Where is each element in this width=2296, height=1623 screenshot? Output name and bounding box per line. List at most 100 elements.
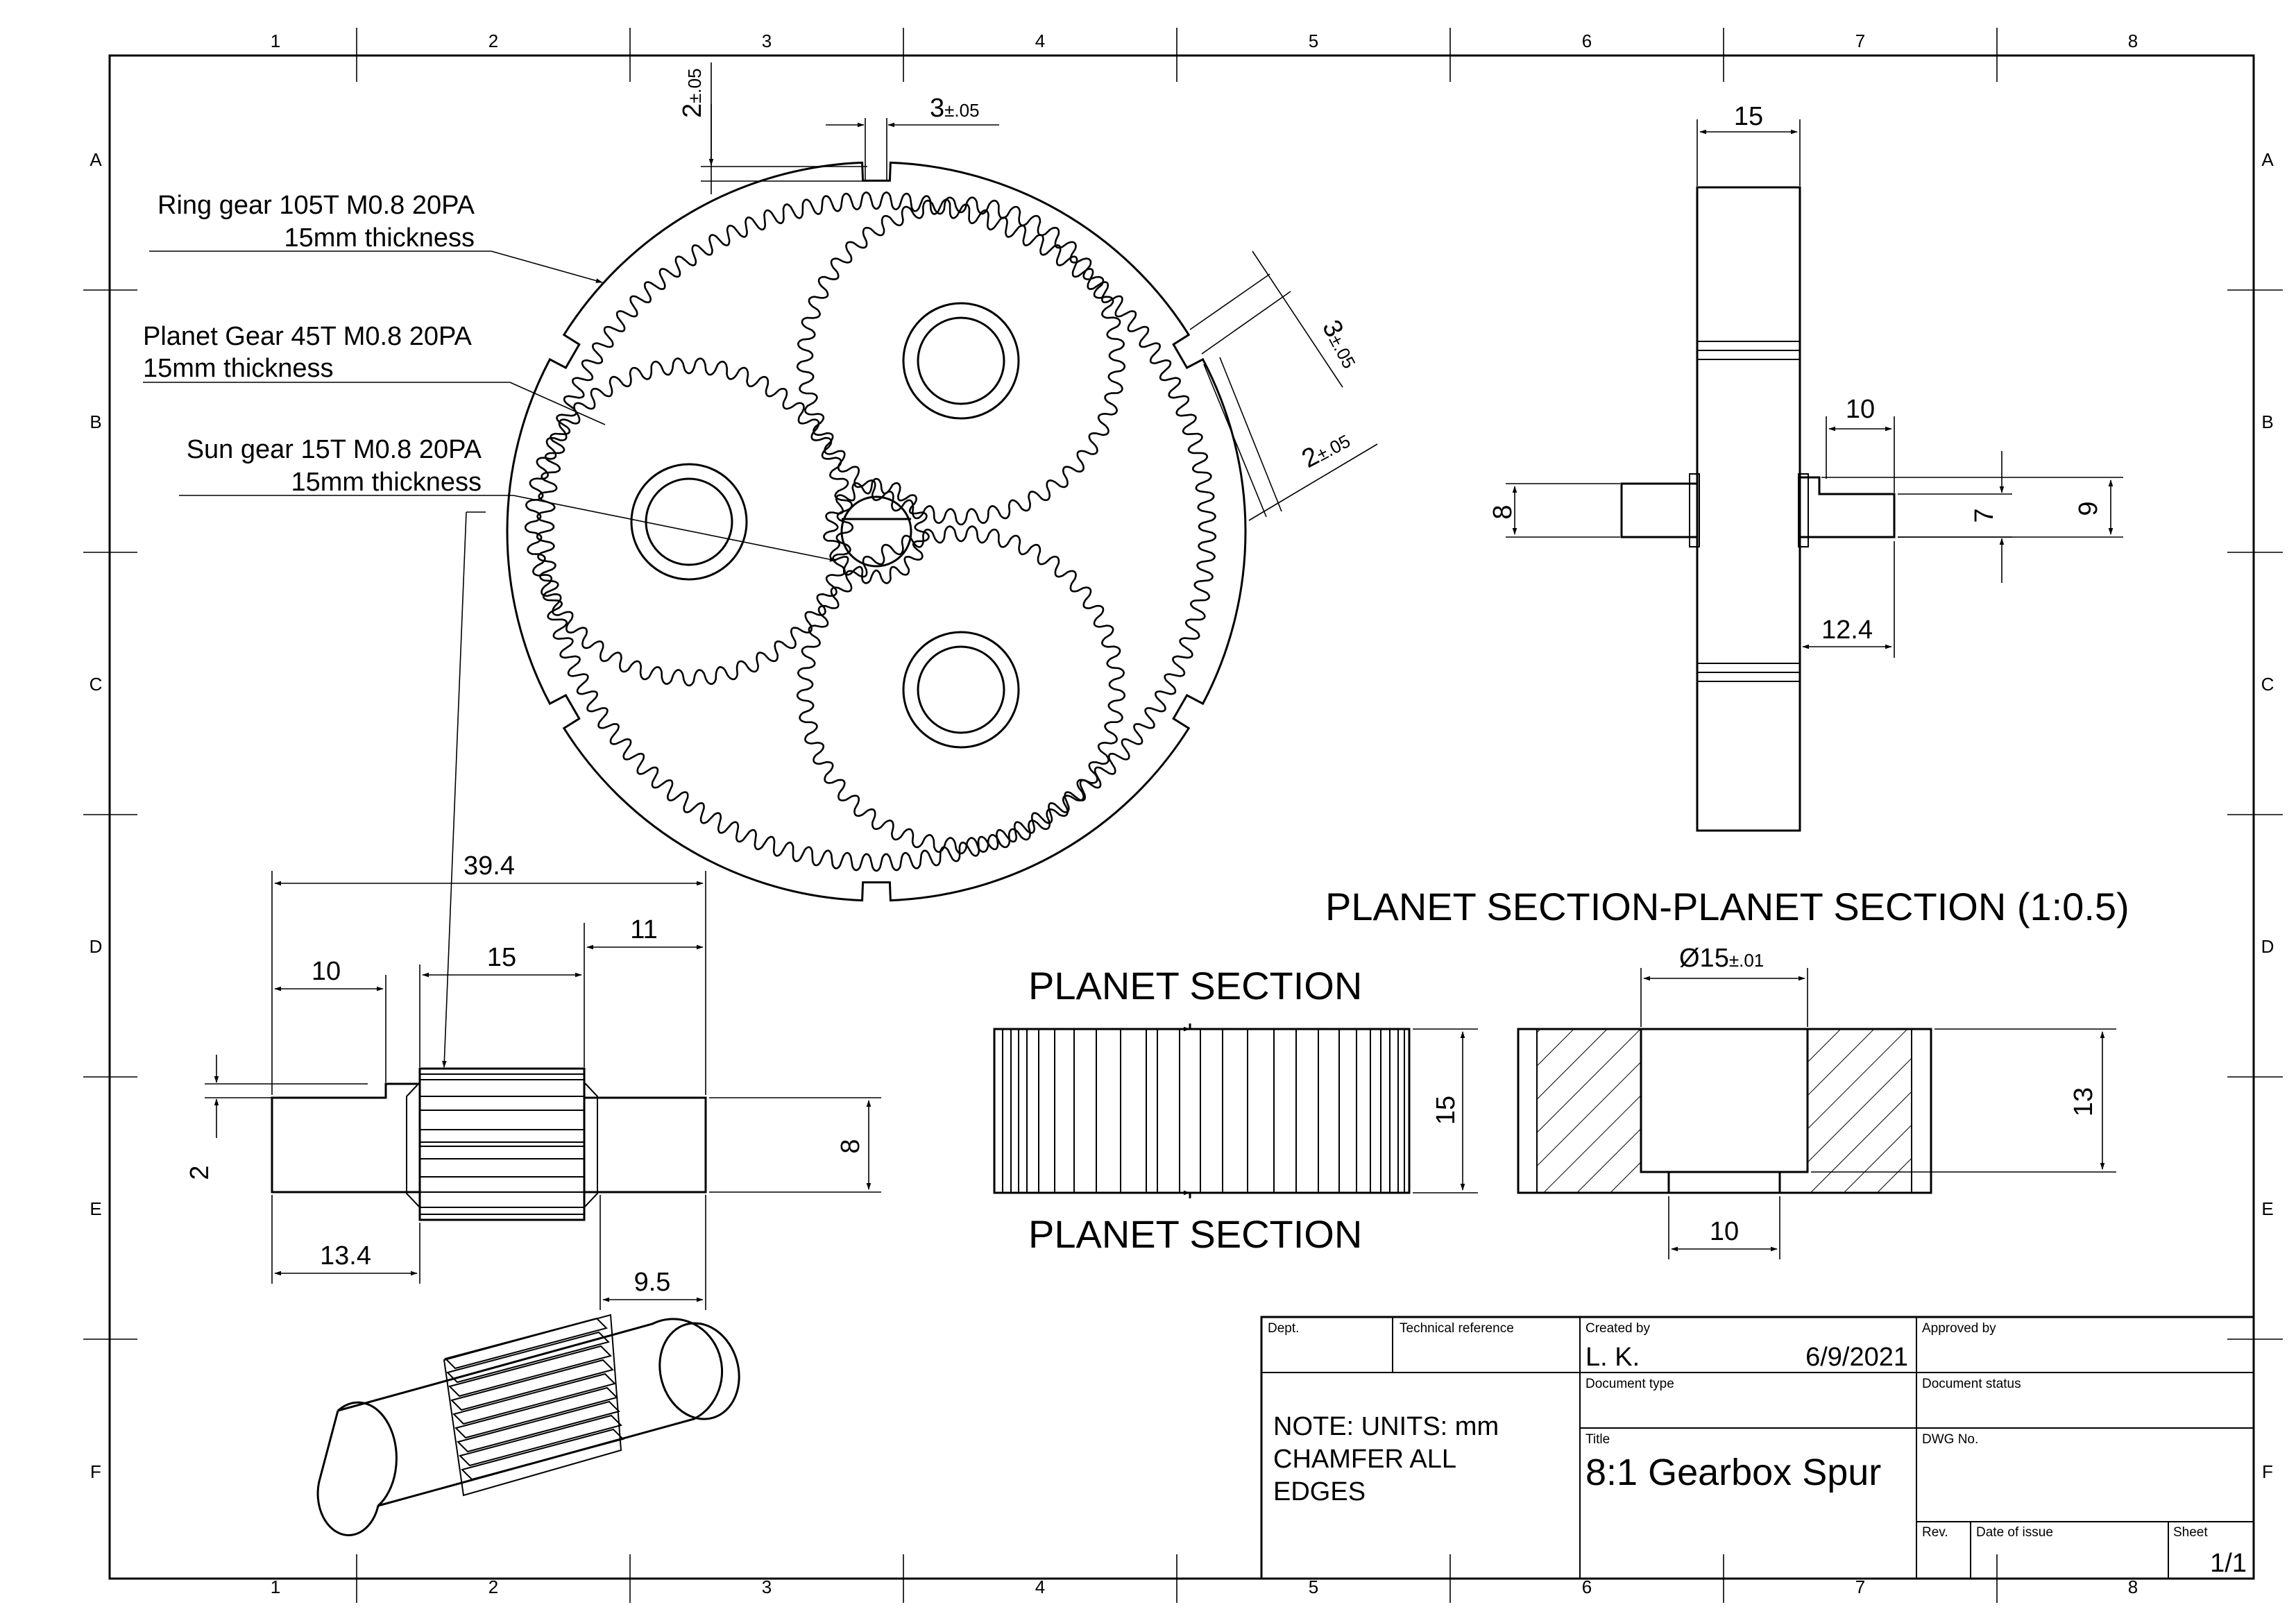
- grid-col-label: 3: [762, 1577, 772, 1597]
- front-view: [506, 161, 1247, 902]
- dim-sun-step: 2: [185, 1165, 214, 1180]
- grid-col-label: 1: [271, 31, 280, 51]
- ring-gear-outline: [506, 161, 1247, 902]
- grid-row-label: E: [90, 1198, 101, 1219]
- dim-front-notch-width: 3±.05: [930, 94, 980, 123]
- grid-row-label: E: [2261, 1198, 2273, 1219]
- grid-row-label: B: [90, 411, 101, 432]
- grid-col-label: 1: [271, 1577, 280, 1597]
- tb-note-line1: NOTE: UNITS: mm: [1273, 1412, 1499, 1441]
- grid-col-label: 7: [1855, 1577, 1865, 1597]
- planet-gear-upper: [796, 196, 1126, 526]
- grid-col-label: 8: [2128, 31, 2138, 51]
- sun-shaft-view: 39.4 10 15 11 2 8 13.4 9.5: [185, 511, 881, 1310]
- grid-row-label: F: [2262, 1461, 2273, 1482]
- grid-row-label: D: [2261, 936, 2274, 957]
- planet-section-bore: [1640, 1028, 1809, 1173]
- sun-gear-isometric: [316, 1314, 740, 1536]
- dim-side-shaft-10: 10: [1846, 395, 1875, 424]
- tb-created-label: Created by: [1585, 1321, 1650, 1336]
- tb-sheet-label: Sheet: [2173, 1525, 2208, 1540]
- grid-row-label: A: [90, 149, 102, 170]
- title-block: Dept. Technical reference Created by L. …: [1260, 1316, 2255, 1580]
- tb-created-date: 6/9/2021: [1805, 1343, 1908, 1372]
- dim-sun-right-top: 11: [630, 915, 657, 944]
- tb-note-line2: CHAMFER ALL: [1273, 1445, 1456, 1474]
- tb-dept-label: Dept.: [1268, 1321, 1299, 1336]
- tb-dwg-label: DWG No.: [1922, 1432, 1978, 1447]
- grid-col-label: 7: [1855, 31, 1865, 51]
- planet-bore-lower: [917, 645, 1005, 734]
- inner-border: [108, 54, 2255, 1580]
- planet-gear-left: [524, 357, 854, 687]
- dim-sun-dia: 8: [836, 1139, 865, 1153]
- dim-sun-13-4: 13.4: [320, 1241, 371, 1271]
- grid-col-label: 2: [488, 31, 498, 51]
- side-view: 15 10 8 7 9 12.4: [1488, 102, 2123, 832]
- grid-row-label: C: [90, 674, 103, 695]
- grid-row-label: B: [2261, 411, 2273, 432]
- shaft-left-stub: [1620, 482, 1699, 538]
- grid-col-label: 3: [762, 31, 772, 51]
- section-title: PLANET SECTION-PLANET SECTION (1:0.5): [1325, 885, 2129, 928]
- callout-ring-line2: 15mm thickness: [284, 223, 475, 253]
- tb-doc-type-label: Document type: [1585, 1377, 1674, 1391]
- planet-hub-upper: [902, 302, 1020, 420]
- tb-techref-label: Technical reference: [1400, 1321, 1514, 1336]
- tb-issue-label: Date of issue: [1976, 1525, 2053, 1540]
- sun-shaft-left: [271, 1082, 421, 1193]
- grid-ticks: [83, 28, 2283, 1603]
- planet-hub-left: [630, 463, 748, 581]
- gear-callouts: Ring gear 105T M0.8 20PA 15mm thickness …: [143, 191, 837, 562]
- grid-col-label: 8: [2128, 1577, 2138, 1597]
- grid-col-label: 4: [1035, 31, 1045, 51]
- tb-sheet-value: 1/1: [2210, 1549, 2247, 1578]
- planet-side-rect: [993, 1028, 1411, 1194]
- tb-created-value: L. K.: [1585, 1343, 1640, 1372]
- dim-side-shaft-8: 8: [1488, 504, 1517, 519]
- dim-sun-total: 39.4: [464, 851, 515, 881]
- dim-planet-bore: Ø15±.01: [1679, 944, 1764, 973]
- callout-sun-line2: 15mm thickness: [291, 468, 482, 497]
- callout-ring-line1: Ring gear 105T M0.8 20PA: [158, 191, 475, 220]
- dim-sun-9-5: 9.5: [634, 1268, 671, 1297]
- dim-right-notch-width: 3±.05: [1316, 316, 1366, 373]
- grid-col-label: 4: [1035, 1577, 1045, 1597]
- planet-hub-lower: [902, 631, 1020, 749]
- grid-row-label: D: [90, 936, 103, 957]
- sun-gear-teeth-block: [418, 1067, 586, 1221]
- callout-planet-line1: Planet Gear 45T M0.8 20PA: [143, 322, 473, 351]
- sun-bore: [840, 495, 912, 568]
- dim-side-shaft-9: 9: [2074, 501, 2103, 516]
- sun-shaft-right: [583, 1096, 707, 1193]
- dim-side-width: 15: [1734, 102, 1763, 131]
- dim-front-notch-depth: 2±.05: [678, 68, 707, 118]
- grid-row-label: C: [2261, 674, 2274, 695]
- gear-side-body: [1696, 186, 1801, 832]
- planet-bore-left: [645, 477, 733, 566]
- tb-rev-label: Rev.: [1922, 1525, 1948, 1540]
- planet-section-views: PLANET SECTION-PLANET SECTION (1:0.5) PL…: [993, 885, 2129, 1259]
- grid-col-label: 2: [488, 1577, 498, 1597]
- ring-gear-teeth: [536, 191, 1217, 872]
- dim-sun-left: 10: [312, 957, 341, 986]
- dim-planet-thickness: 15: [1431, 1096, 1461, 1125]
- grid-col-label: 6: [1582, 1577, 1592, 1597]
- grid-col-label: 5: [1309, 1577, 1318, 1597]
- sun-gear: [823, 477, 930, 584]
- grid-col-label: 5: [1309, 31, 1318, 51]
- grid-row-label: A: [2261, 149, 2274, 170]
- section-top-label: PLANET SECTION: [1028, 964, 1362, 1008]
- callout-sun-line1: Sun gear 15T M0.8 20PA: [187, 435, 482, 464]
- section-bottom-label: PLANET SECTION: [1028, 1212, 1362, 1256]
- tb-approved-label: Approved by: [1922, 1321, 1996, 1336]
- dim-right-notch-depth: 2±.05: [1298, 425, 1355, 474]
- grid-col-label: 6: [1582, 31, 1592, 51]
- dim-planet-13: 13: [2069, 1087, 2098, 1116]
- callout-planet-line2: 15mm thickness: [143, 354, 334, 383]
- grid-row-label: F: [90, 1461, 101, 1482]
- tb-title-label: Title: [1585, 1432, 1610, 1447]
